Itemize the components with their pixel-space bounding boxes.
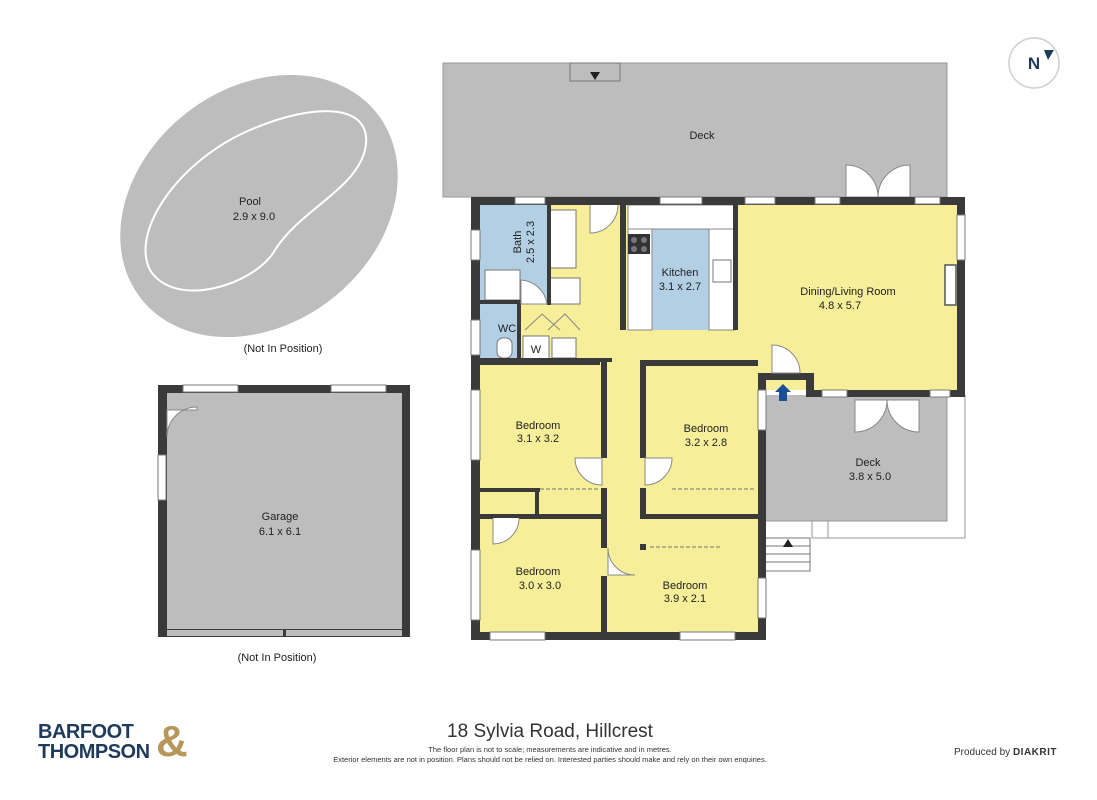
disclaimer-line1: The floor plan is not to scale; measurem… [428, 745, 672, 754]
kitchen-name: Kitchen [662, 267, 699, 279]
laundry-name: W [531, 344, 542, 356]
compass-label: N [1028, 54, 1040, 73]
french-door [886, 399, 920, 433]
bed4-dims: 3.9 x 2.1 [664, 593, 706, 605]
pool-inner-edge [144, 110, 368, 292]
brand-line2: THOMPSON [38, 741, 150, 763]
garage-door [286, 630, 402, 636]
cooktop-icon [628, 234, 650, 254]
garage-name: Garage [262, 511, 299, 523]
fireplace-icon [944, 264, 957, 306]
sink-icon [712, 259, 732, 283]
deck-right-name: Deck [855, 457, 881, 469]
deck-top: Deck [442, 62, 948, 198]
pool-outer [120, 74, 398, 338]
house-floors [480, 204, 960, 632]
toilet-icon [496, 337, 513, 359]
shower-icon [484, 269, 521, 301]
garage-note: (Not In Position) [238, 652, 317, 664]
garage-window [330, 384, 387, 393]
bath-name: Bath [512, 231, 524, 254]
pool-name: Pool [239, 196, 261, 208]
garage-dims: 6.1 x 6.1 [259, 526, 301, 538]
bed3-dims: 3.0 x 3.0 [519, 580, 561, 592]
compass-arrow-icon [1044, 50, 1054, 60]
garage-window [182, 384, 239, 393]
bed2-name: Bedroom [684, 423, 729, 435]
windows [470, 196, 966, 641]
deck-top-name: Deck [689, 130, 715, 142]
bed4-name: Bedroom [663, 580, 708, 592]
dining-dims: 4.8 x 5.7 [819, 300, 861, 312]
bed1-dims: 3.1 x 3.2 [517, 433, 559, 445]
garage-side-door [166, 406, 198, 438]
garage-door [167, 630, 283, 636]
kitchen-island [652, 229, 709, 330]
producer-brand: DIAKRIT [1012, 747, 1057, 758]
deck-right: Deck 3.8 x 5.0 [764, 394, 966, 572]
deck-right-dims: 3.8 x 5.0 [849, 471, 891, 483]
entry-arrow-icon [775, 384, 791, 401]
garage: Garage 6.1 x 6.1 (Not In Position) [157, 384, 410, 664]
french-door [877, 164, 911, 198]
disclaimer: The floor plan is not to scale; measurem… [290, 745, 810, 765]
room-labels: Bath 2.5 x 2.3 WC W Kitchen 3.1 x 2.7 Di… [498, 221, 896, 605]
wc-name: WC [498, 323, 516, 335]
bed1-name: Bedroom [516, 420, 561, 432]
producer-prefix: Produced by [954, 747, 1011, 758]
bath-dims: 2.5 x 2.3 [525, 221, 537, 263]
property-address: 18 Sylvia Road, Hillcrest [447, 721, 653, 742]
doors [492, 204, 801, 576]
brand-ampersand: & [156, 717, 188, 766]
brand-line1: BARFOOT [38, 721, 134, 743]
dining-name: Dining/Living Room [800, 286, 895, 298]
step-down-arrow-icon [590, 72, 600, 80]
kitchen-dims: 3.1 x 2.7 [659, 281, 701, 293]
garage-window [157, 454, 167, 501]
step-up-arrow-icon [783, 539, 793, 547]
brand-logo: BARFOOT THOMPSON & [38, 717, 198, 768]
compass: N [1008, 37, 1060, 89]
laundry-tub-icon [551, 337, 577, 359]
producer-credit: Produced by DIAKRIT [954, 747, 1057, 758]
pool-note: (Not In Position) [244, 343, 323, 355]
bathtub-icon [547, 209, 577, 269]
bed3-name: Bedroom [516, 566, 561, 578]
pool: Pool 2.9 x 9.0 (Not In Position) [120, 74, 398, 355]
bed2-dims: 3.2 x 2.8 [685, 437, 727, 449]
pool-dims: 2.9 x 9.0 [233, 211, 275, 223]
disclaimer-line2: Exterior elements are not in position. P… [333, 755, 767, 764]
